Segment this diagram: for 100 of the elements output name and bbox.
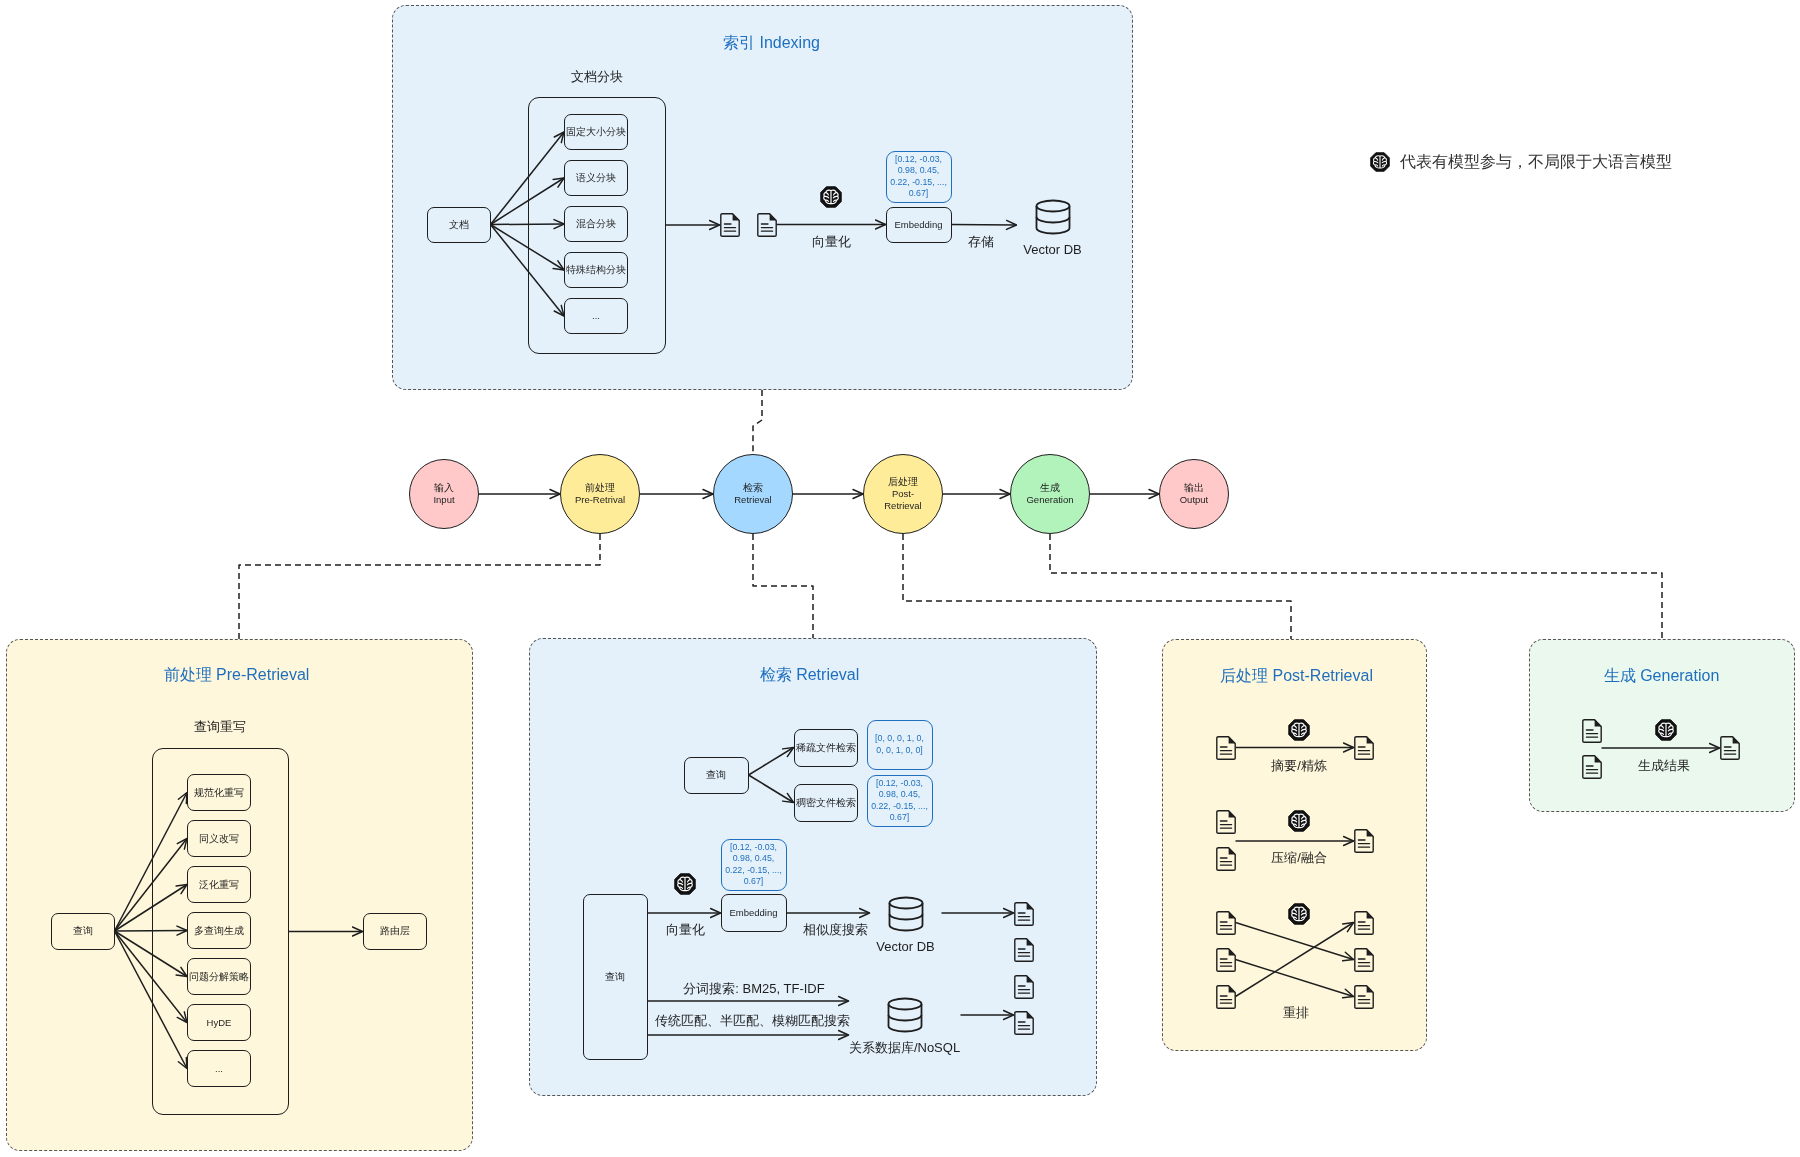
dashed-line	[238, 533, 601, 640]
arrow	[1234, 921, 1355, 998]
arrow	[639, 488, 714, 500]
step-box: 稀疏文件检索	[793, 728, 858, 767]
arrow	[489, 223, 565, 271]
node-caption: 关系数据库/NoSQL	[848, 1039, 961, 1056]
edge-label: 传统匹配、半匹配、模糊匹配搜索	[652, 1013, 852, 1029]
arrow	[959, 1009, 1015, 1021]
step-box: Embedding	[885, 206, 952, 243]
arrow	[113, 925, 188, 936]
step-box: 特殊结构分块	[564, 252, 628, 288]
edge-label: 压缩/融合	[1269, 850, 1329, 866]
arrow	[489, 223, 565, 317]
arrow	[1089, 488, 1160, 500]
vector-box: [0, 0, 0, 1, 0, 0, 0, 1, 0, 0]	[866, 719, 933, 770]
step-box: 多查询生成	[187, 912, 251, 949]
document-icon	[1215, 984, 1236, 1009]
arrow	[113, 930, 188, 1024]
step-box: 查询	[683, 756, 749, 794]
arrow	[1234, 921, 1355, 962]
dashed-panel	[392, 5, 1133, 390]
document-icon	[1581, 754, 1602, 779]
arrow	[775, 219, 887, 230]
arrow	[287, 926, 364, 937]
arrow	[478, 488, 561, 500]
document-icon	[1581, 718, 1602, 743]
panel-title: 前处理 Pre-Retrieval	[163, 664, 310, 685]
node-caption: Vector DB	[876, 938, 935, 955]
document-icon	[1215, 947, 1236, 972]
dashed-panel	[1529, 639, 1795, 812]
step-box: 路由层	[362, 912, 427, 950]
document-icon	[1353, 910, 1374, 935]
edge-label: 相似度搜索	[800, 922, 870, 938]
edge-label: 分词搜索: BM25, TF-IDF	[681, 981, 827, 997]
arrow	[1234, 742, 1355, 753]
step-box: 问题分解策略	[187, 958, 251, 995]
arrow	[113, 930, 188, 1070]
arrow	[113, 883, 188, 932]
step-box: 泛化重写	[187, 866, 251, 903]
stage-label: 生成	[1040, 482, 1060, 494]
group-heading: 查询重写	[194, 718, 246, 735]
arrow	[940, 907, 1015, 919]
stage-label: Input	[433, 494, 455, 506]
document-icon	[1353, 735, 1374, 760]
edge-label: 摘要/精炼	[1269, 758, 1329, 774]
stage-label: Generation	[1026, 494, 1074, 506]
document-icon	[1215, 910, 1236, 935]
arrow	[489, 131, 565, 226]
dashed-line	[902, 533, 1292, 640]
document-icon	[756, 212, 777, 237]
group-heading: 文档分块	[570, 68, 623, 85]
dashed-panel	[1162, 639, 1427, 1051]
document-icon	[1013, 1010, 1034, 1035]
arrow	[646, 1029, 850, 1041]
document-icon	[1719, 735, 1740, 760]
document-icon	[1353, 828, 1374, 853]
step-box: ...	[564, 298, 628, 334]
document-icon	[1353, 984, 1374, 1009]
step-box: ...	[187, 1050, 251, 1087]
edge-label: 向量化	[663, 922, 707, 938]
arrow	[950, 219, 1018, 231]
document-icon	[1013, 901, 1034, 926]
document-icon	[1013, 937, 1034, 962]
step-box: Embedding	[720, 893, 787, 932]
step-box: HyDE	[187, 1004, 251, 1041]
arrow	[792, 488, 864, 500]
dashed-panel	[529, 638, 1097, 1096]
panel-title: 生成 Generation	[1603, 665, 1720, 686]
step-box: 语义分块	[564, 160, 628, 196]
stage-label: Post-Retrieval	[883, 488, 923, 512]
document-icon	[1215, 735, 1236, 760]
panel-title: 检索 Retrieval	[759, 664, 860, 685]
panel-title: 后处理 Post-Retrieval	[1220, 665, 1373, 686]
step-box: 混合分块	[564, 206, 628, 242]
edge-label: 向量化	[809, 234, 853, 250]
arrow	[1234, 958, 1355, 999]
arrow	[747, 774, 795, 804]
legend-text: 代表有模型参与，不局限于大语言模型	[1400, 152, 1672, 172]
dashed-panel	[6, 639, 473, 1151]
step-box: 固定大小分块	[564, 114, 628, 150]
step-box: 查询	[50, 912, 115, 950]
stage-label: 输出	[1184, 482, 1204, 494]
panel-title: 索引 Indexing	[723, 32, 820, 53]
arrow	[646, 907, 722, 919]
document-icon	[1215, 809, 1236, 834]
arrow	[646, 995, 850, 1007]
step-box: 查询	[582, 893, 648, 1060]
arrow	[113, 930, 188, 978]
stage-label: Pre-Retrival	[574, 494, 626, 506]
step-caption: 重排	[1281, 1005, 1311, 1021]
document-icon	[1013, 974, 1034, 999]
dashed-line	[1049, 533, 1663, 640]
arrow	[489, 177, 565, 226]
stage-label: 前处理	[585, 482, 615, 494]
arrow	[785, 907, 871, 919]
arrow	[664, 219, 721, 231]
arrow	[747, 746, 795, 776]
vector-box: [0.12, -0.03, 0.98, 0.45, 0.22, -0.15, ..., 0.67]	[885, 150, 952, 203]
document-icon	[1215, 846, 1236, 871]
stage-label: 输入	[434, 482, 454, 494]
